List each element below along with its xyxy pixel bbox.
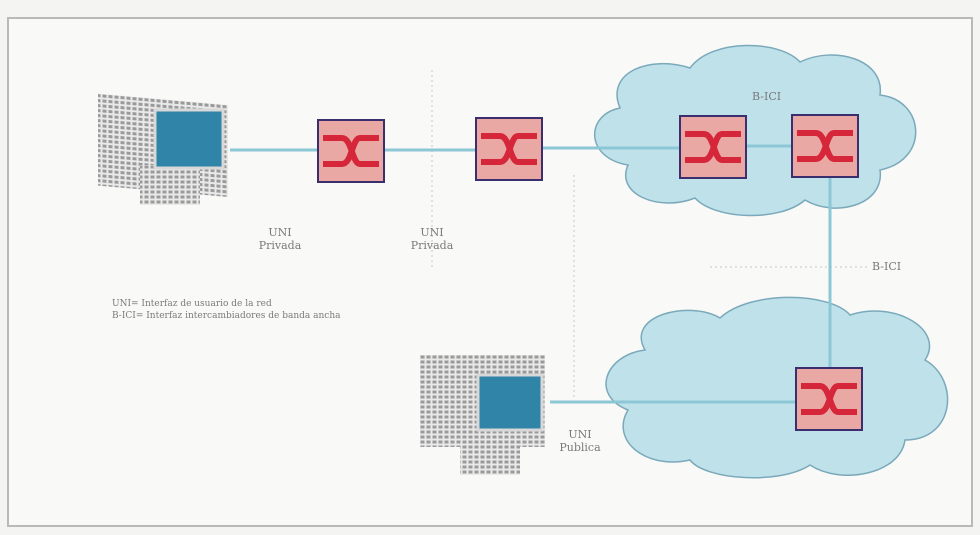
- label-uni-public-line1: UNI: [568, 428, 592, 441]
- label-uni-public-line2: Publica: [559, 441, 601, 454]
- label-uni-private-mid-line2: Privada: [410, 239, 454, 252]
- network-cloud-bottom-icon: [605, 296, 949, 479]
- atm-switch-1-icon: [318, 120, 384, 182]
- label-uni-private-left: UNI Privada: [250, 226, 310, 252]
- computer-1-icon: [98, 93, 228, 205]
- label-uni-private-left-line2: Privada: [258, 239, 302, 252]
- label-bici-right: B-ICI: [872, 260, 902, 273]
- legend: UNI= Interfaz de usuario de la red B-ICI…: [112, 298, 341, 322]
- legend-line-2: B-ICI= Interfaz intercambiadores de band…: [112, 311, 341, 321]
- label-uni-public: UNI Publica: [548, 428, 612, 454]
- network-cloud-top-icon: [594, 44, 917, 217]
- label-bici-top: B-ICI: [752, 90, 782, 103]
- atm-switch-5-icon: [796, 368, 862, 430]
- atm-switch-4-icon: [792, 115, 858, 177]
- computer-2-icon: [420, 355, 545, 475]
- label-uni-private-mid: UNI Privada: [400, 226, 464, 252]
- label-uni-private-left-line1: UNI: [268, 226, 292, 239]
- atm-switch-3-icon: [680, 116, 746, 178]
- label-uni-private-mid-line1: UNI: [420, 226, 444, 239]
- legend-line-1: UNI= Interfaz de usuario de la red: [112, 299, 272, 309]
- atm-switch-2-icon: [476, 118, 542, 180]
